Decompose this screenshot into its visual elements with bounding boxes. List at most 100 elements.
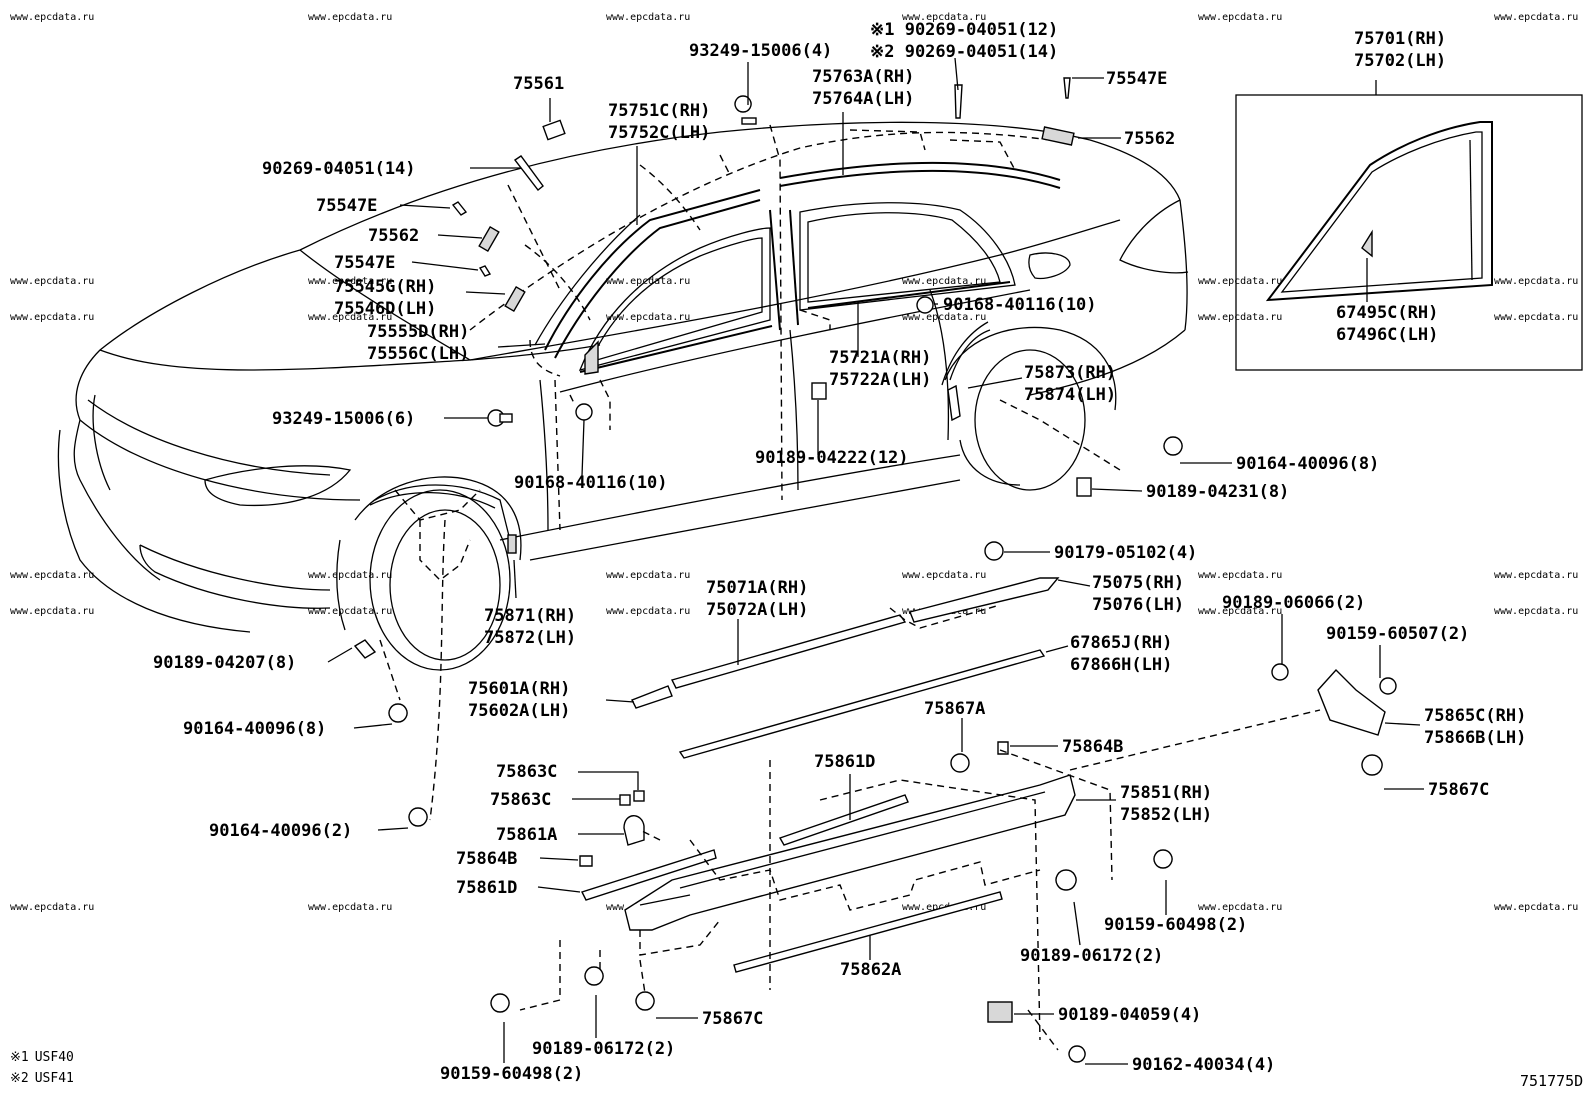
leader-line: [465, 291, 506, 295]
watermark-text: www.epcdata.ru: [1198, 606, 1282, 617]
side-garnish-parts: [490, 541, 1397, 1063]
callout-line: 75871(RH): [484, 606, 576, 626]
callout-line: 75861D: [456, 878, 517, 898]
leader-line: [537, 886, 581, 893]
callout-line: 75721A(RH): [829, 348, 931, 368]
inset-quarter-glass: [1235, 80, 1583, 371]
callout-line: 75863C: [496, 762, 557, 782]
watermark-text: www.epcdata.ru: [1198, 276, 1282, 287]
callout-c2: 93249-15006(4): [689, 41, 832, 61]
callout-line: 75852(LH): [1120, 805, 1212, 825]
callout-line: 75545G(RH): [334, 277, 436, 297]
callout-line: 90159-60507(2): [1326, 624, 1469, 644]
watermark-text: www.epcdata.ru: [902, 570, 986, 581]
callout-line: 90189-04207(8): [153, 653, 296, 673]
callout-c36: 75861D: [814, 752, 875, 772]
watermark-text: www.epcdata.ru: [1494, 312, 1578, 323]
callout-c31: 90164-40096(8): [183, 719, 326, 739]
callout-c22: 90179-05102(4): [1054, 543, 1197, 563]
watermark-text: www.epcdata.ru: [1494, 276, 1578, 287]
callout-line: 90189-04231(8): [1146, 482, 1289, 502]
watermark-text: www.epcdata.ru: [10, 312, 94, 323]
callout-line: 75864B: [456, 849, 517, 869]
window-frames: [534, 161, 1061, 375]
callout-line: 90164-40096(2): [209, 821, 352, 841]
callout-c23: 75071A(RH)75072A(LH): [706, 578, 808, 620]
leader-line: [497, 343, 546, 348]
leader-line: [437, 234, 483, 239]
leader-line: [327, 647, 353, 663]
callout-line: 75874(LH): [1024, 385, 1116, 405]
leader-line: [1073, 901, 1081, 946]
watermark-text: www.epcdata.ru: [606, 12, 690, 23]
callout-c48: 90189-04059(4): [1058, 1005, 1201, 1025]
callout-c1: 75561: [513, 74, 564, 94]
callout-line: 90164-40096(8): [1236, 454, 1379, 474]
callout-c34: 75864B: [1062, 737, 1123, 757]
callout-line: 75561: [513, 74, 564, 94]
callout-line: 75562: [368, 226, 419, 246]
callout-line: 75556C(LH): [367, 344, 469, 364]
callout-c25: 90189-06066(2): [1222, 593, 1365, 613]
watermark-text: www.epcdata.ru: [902, 312, 986, 323]
callout-c52: 75701(RH)75702(LH): [1354, 29, 1446, 71]
watermark-text: www.epcdata.ru: [606, 606, 690, 617]
leader-line: [513, 559, 517, 599]
callout-c3: ※1 90269-04051(12)※2 90269-04051(14): [870, 20, 1058, 62]
callout-c35: 75863C: [496, 762, 557, 782]
callout-line: 67495C(RH): [1336, 303, 1438, 323]
watermark-text: www.epcdata.ru: [606, 312, 690, 323]
watermark-text: www.epcdata.ru: [902, 12, 986, 23]
callout-line: 90162-40034(4): [1132, 1055, 1275, 1075]
callout-line: ※2 90269-04051(14): [870, 42, 1058, 62]
callout-c27: 90159-60507(2): [1326, 624, 1469, 644]
callout-c42: 75864B: [456, 849, 517, 869]
callout-c14: 90168-40116(10): [943, 295, 1097, 315]
callout-line: 75075(RH): [1092, 573, 1184, 593]
leader-line: [605, 699, 635, 703]
callout-line: 90179-05102(4): [1054, 543, 1197, 563]
callout-c44: 90159-60498(2): [1104, 915, 1247, 935]
watermark-text: www.epcdata.ru: [10, 902, 94, 913]
watermark-text: www.epcdata.ru: [606, 276, 690, 287]
callout-line: 75751C(RH): [608, 101, 710, 121]
leader-line: [377, 827, 409, 831]
callout-c8: 90269-04051(14): [262, 159, 416, 179]
watermark-text: www.epcdata.ru: [308, 276, 392, 287]
watermark-text: www.epcdata.ru: [10, 276, 94, 287]
callout-line: 75076(LH): [1092, 595, 1184, 615]
callout-line: 75702(LH): [1354, 51, 1446, 71]
callout-c39: 75867C: [1428, 780, 1489, 800]
callout-c4: 75547E: [1106, 69, 1167, 89]
callout-line: 90164-40096(8): [183, 719, 326, 739]
leader-line: [1091, 488, 1143, 492]
watermark-text: www.epcdata.ru: [10, 606, 94, 617]
callout-line: 75861A: [496, 825, 557, 845]
callout-c5: 75751C(RH)75752C(LH): [608, 101, 710, 143]
callout-c17: 93249-15006(6): [272, 409, 415, 429]
watermark-text: www.epcdata.ru: [308, 606, 392, 617]
callout-c43: 75861D: [456, 878, 517, 898]
watermark-text: www.epcdata.ru: [308, 312, 392, 323]
callout-line: 75763A(RH): [812, 67, 914, 87]
callout-c53: 67495C(RH)67496C(LH): [1336, 303, 1438, 345]
leader-line: [411, 261, 479, 271]
callout-line: 75863C: [490, 790, 551, 810]
callout-line: 75867C: [1428, 780, 1489, 800]
callout-line: 93249-15006(4): [689, 41, 832, 61]
callout-line: 75752C(LH): [608, 123, 710, 143]
callout-line: 75071A(RH): [706, 578, 808, 598]
leader-line: [967, 377, 1023, 389]
callout-c11: 75547E: [334, 253, 395, 273]
callout-labels: 75561 93249-15006(4) ※1 90269-04051(12)※2 …: [153, 20, 1526, 1084]
callout-c41: 75861A: [496, 825, 557, 845]
callout-line: 75851(RH): [1120, 783, 1212, 803]
diagram-code: 751775D: [1520, 1072, 1583, 1090]
callout-c18: 90189-04222(12): [755, 448, 909, 468]
callout-line: 90168-40116(10): [514, 473, 668, 493]
callout-c32: 75867A: [924, 699, 985, 719]
callout-c12: 75545G(RH)75546D(LH): [334, 277, 436, 319]
callout-line: 75547E: [334, 253, 395, 273]
